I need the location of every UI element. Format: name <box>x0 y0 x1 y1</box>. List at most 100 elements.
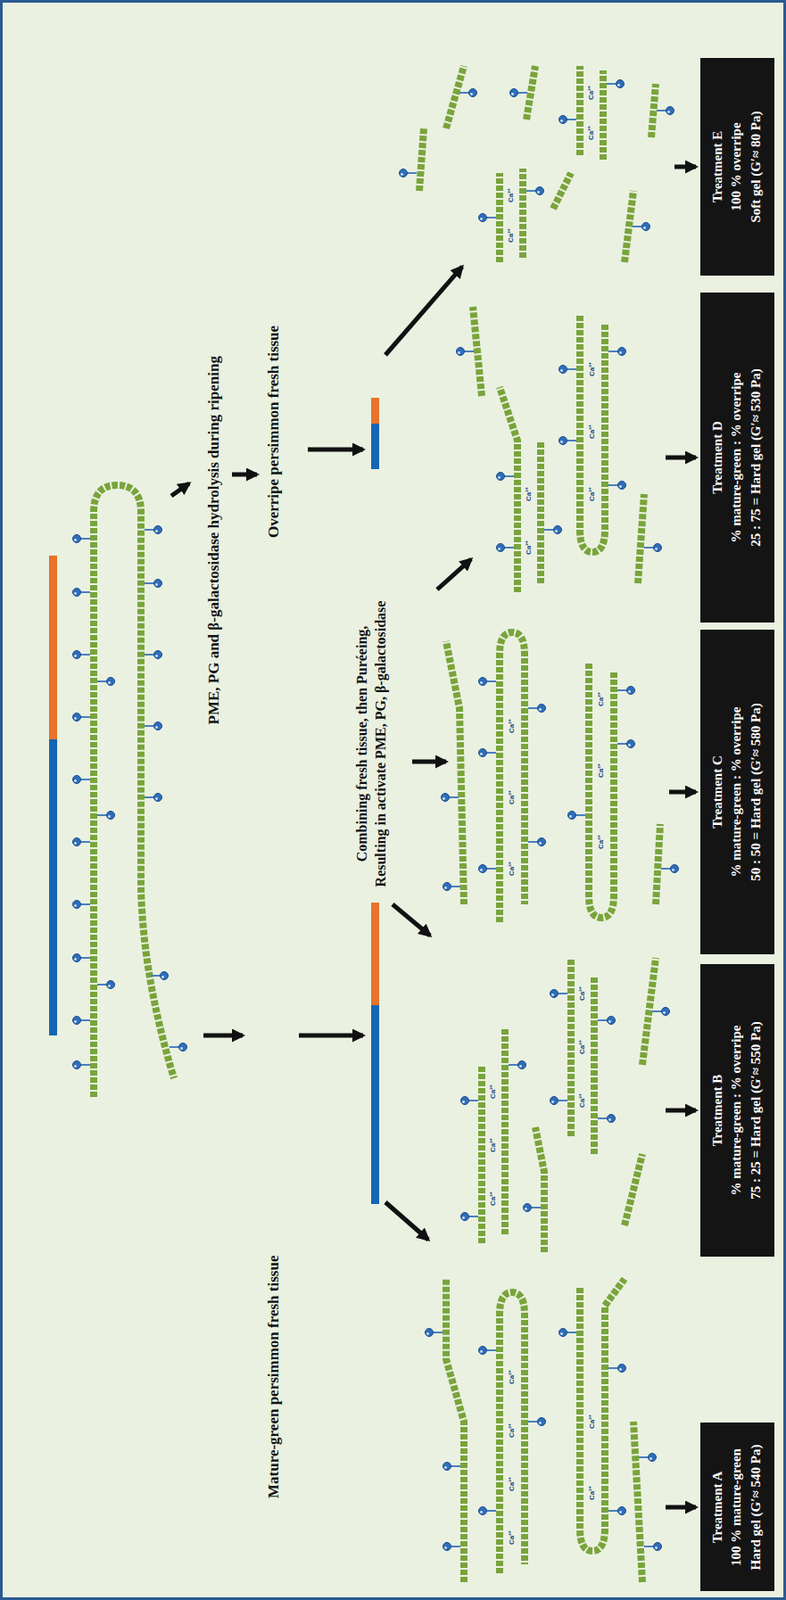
ester-bond <box>557 992 568 995</box>
methyl-ball <box>607 1017 616 1026</box>
calcium-ion-label: Ca²⁺ <box>587 125 596 141</box>
methyl-ester-group <box>97 678 116 687</box>
process-label: Mature-green persimmon fresh tissue <box>264 1256 284 1499</box>
methyl-ester-group <box>73 713 92 722</box>
pectin-chain <box>446 1279 464 1583</box>
methyl-ester-group <box>526 187 545 196</box>
methyl-ball <box>559 1329 568 1338</box>
treatment-text: 100 % overripe <box>727 122 747 211</box>
methyl-ester-group <box>606 80 625 89</box>
methyl-ball <box>154 794 163 803</box>
ester-bond <box>566 118 577 121</box>
flow-arrow <box>231 472 257 478</box>
methyl-ball <box>399 169 408 178</box>
methyl-ball <box>443 1543 452 1552</box>
calcium-ion-label: Ca²⁺ <box>579 1040 587 1055</box>
ester-bond <box>632 225 643 228</box>
flow-arrow <box>674 165 696 170</box>
ester-bond <box>617 743 628 745</box>
calcium-ion-label: Ca²⁺ <box>508 1530 516 1546</box>
methyl-ball <box>627 686 636 695</box>
methyl-highlight <box>560 119 563 123</box>
methyl-ball <box>73 1061 82 1070</box>
pectin-chain <box>501 1029 509 1235</box>
ester-bond <box>486 868 497 870</box>
pectin-chain <box>553 173 571 209</box>
methyl-ball <box>479 1507 488 1516</box>
calcium-ion-label: Ca²⁺ <box>508 719 516 734</box>
methyl-highlight <box>457 351 461 355</box>
ester-bond <box>448 796 459 799</box>
methyl-ester-group <box>73 1017 92 1026</box>
methyl-ester-group <box>608 347 627 356</box>
methyl-ball <box>568 811 577 820</box>
calcium-ion-label: Ca²⁺ <box>588 1486 596 1501</box>
methyl-ball <box>73 838 82 847</box>
methyl-ester-group <box>644 1543 662 1552</box>
methyl-ester-group <box>144 526 163 535</box>
pectin-chain <box>637 494 645 584</box>
pectin-chain <box>93 485 174 1098</box>
methyl-highlight <box>74 958 77 961</box>
pectin-chain <box>655 824 661 905</box>
ester-bond <box>450 1465 461 1468</box>
methyl-ball <box>510 89 519 98</box>
ester-bond <box>80 957 91 960</box>
treatment-box: Treatment B% mature-green : % overripe75… <box>700 964 775 1258</box>
pectin-chain <box>478 1065 486 1244</box>
ester-bond <box>169 1046 180 1049</box>
methyl-ester-group <box>399 169 418 178</box>
methyl-highlight <box>654 547 658 551</box>
pectin-chain <box>419 128 424 191</box>
methyl-ball <box>179 1043 188 1052</box>
treatment-text: 100 % mature-green <box>727 1448 747 1567</box>
methyl-ball <box>154 526 163 535</box>
methyl-ball <box>537 1418 547 1427</box>
methyl-highlight <box>74 904 77 908</box>
methyl-ester-group <box>425 1329 444 1338</box>
methyl-ester-group <box>559 115 578 125</box>
methyl-ball <box>107 678 116 687</box>
methyl-ball <box>461 1097 470 1106</box>
methyl-highlight <box>497 476 501 480</box>
ester-bond <box>144 582 155 585</box>
methyl-ball <box>479 1347 488 1356</box>
calcium-ion-label: Ca²⁺ <box>507 188 515 203</box>
methyl-highlight <box>538 842 542 845</box>
methyl-highlight <box>442 797 446 801</box>
methyl-ester-group <box>479 749 497 758</box>
treatment-text: Hard gel (G′≈ 540 Pa) <box>746 1445 767 1572</box>
pectin-chain <box>496 173 504 263</box>
methyl-ball <box>550 990 559 999</box>
methyl-highlight <box>74 717 77 720</box>
methyl-ball <box>107 981 116 990</box>
flow-arrow <box>203 1034 243 1039</box>
calcium-ion-label: Ca²⁺ <box>508 1477 516 1492</box>
treatment-title: Treatment E <box>708 131 729 204</box>
mature-bar-segment <box>371 1005 380 1205</box>
methyl-ester-group <box>496 544 515 553</box>
methyl-ball <box>648 1454 657 1463</box>
methyl-ester-group <box>443 883 462 892</box>
methyl-highlight <box>155 726 158 729</box>
methyl-ester-group <box>479 678 497 687</box>
ester-bond <box>606 82 617 85</box>
ester-bond <box>544 529 555 531</box>
pectin-chain <box>624 190 634 263</box>
methyl-highlight <box>608 1020 612 1024</box>
ester-bond <box>432 1332 443 1334</box>
methyl-ester-group <box>652 1008 671 1017</box>
treatment-box: Treatment A100 % mature-greenHard gel (G… <box>700 1423 775 1593</box>
methyl-highlight <box>671 868 675 872</box>
pectin-chain <box>567 958 575 1137</box>
methyl-ball <box>554 526 563 535</box>
methyl-highlight <box>426 1332 430 1336</box>
treatment-text: 75 : 25 = Hard gel (G′≈ 550 Pa) <box>746 1021 767 1200</box>
methyl-ester-group <box>528 1418 547 1427</box>
ester-bond <box>80 1064 91 1067</box>
methyl-highlight <box>497 547 501 551</box>
methyl-ball <box>441 794 450 803</box>
flow-arrow <box>171 483 190 497</box>
ester-bond <box>80 903 91 906</box>
